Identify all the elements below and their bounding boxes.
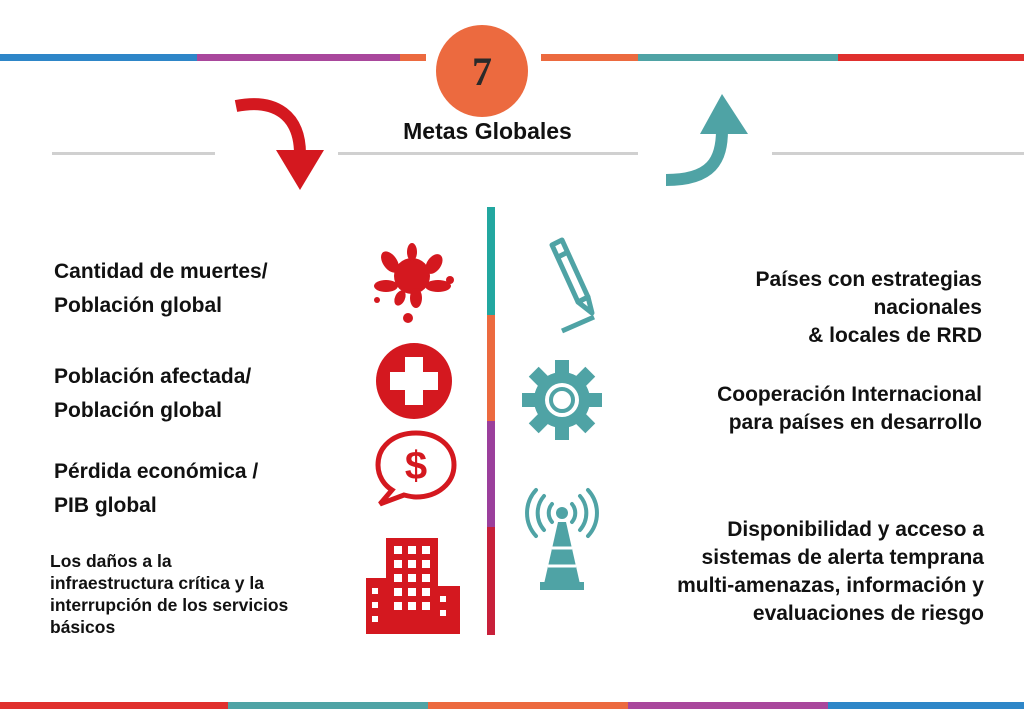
title-line-left	[52, 152, 215, 155]
top-band-red	[838, 54, 1024, 61]
divider-segment-purple	[487, 421, 495, 527]
svg-text:$: $	[405, 444, 427, 488]
dollar-speech-bubble-icon: $	[375, 430, 457, 507]
left-item-infrastructure: Los daños a la infraestructura crítica y…	[50, 550, 288, 638]
right-item-line: sistemas de alerta temprana	[701, 546, 984, 569]
left-item-line2: Población global	[54, 294, 223, 317]
left-item-line1: Población afectada/	[54, 365, 252, 388]
arrow-down-icon	[234, 98, 324, 190]
top-band-purple	[197, 54, 400, 61]
divider-segment-teal	[487, 207, 495, 315]
bottom-band-blue	[828, 702, 1024, 709]
medical-cross-icon	[376, 343, 452, 419]
goal-number: 7	[472, 48, 492, 94]
pen-icon	[549, 237, 596, 334]
right-item-line: Países con estrategias	[755, 268, 982, 291]
divider-segment-orange	[487, 315, 495, 421]
right-item-cooperation: Cooperación Internacional para países en…	[652, 381, 982, 437]
left-item-line: básicos	[50, 617, 116, 637]
top-band-orange-right	[541, 54, 638, 61]
bottom-band-orange	[428, 702, 628, 709]
page-title: Metas Globales	[403, 118, 572, 144]
antenna-tower-icon	[525, 488, 599, 590]
right-item-strategies: Países con estrategias nacionales & loca…	[652, 266, 982, 350]
top-band-blue	[0, 54, 197, 61]
bottom-band-teal	[228, 702, 428, 709]
title-line-right	[772, 152, 1024, 155]
left-item-line: interrupción de los servicios	[50, 595, 289, 615]
left-item-economic-loss: Pérdida económica / PIB global	[54, 455, 258, 523]
right-item-early-warning: Disponibilidad y acceso a sistemas de al…	[624, 516, 984, 628]
left-item-line1: Pérdida económica /	[54, 460, 259, 483]
divider-segment-red	[487, 527, 495, 635]
right-item-line: para países en desarrollo	[728, 411, 982, 434]
left-item-line: Los daños a la	[50, 551, 172, 571]
right-item-line: evaluaciones de riesgo	[752, 602, 984, 625]
left-item-line2: PIB global	[54, 494, 157, 517]
right-item-line: Disponibilidad y acceso a	[727, 518, 984, 541]
right-item-line: Cooperación Internacional	[717, 383, 982, 406]
title-line-center	[338, 152, 638, 155]
gear-icon	[522, 360, 602, 440]
top-band-orange-left	[400, 54, 426, 61]
left-item-line: infraestructura crítica y la	[50, 573, 264, 593]
right-item-line: multi-amenazas, información y	[677, 574, 984, 597]
left-item-affected: Población afectada/ Población global	[54, 360, 251, 428]
right-item-line: & locales de RRD	[808, 324, 982, 347]
left-item-line1: Cantidad de muertes/	[54, 260, 268, 283]
top-band-teal	[638, 54, 838, 61]
left-item-line2: Población global	[54, 399, 223, 422]
building-icon	[366, 538, 460, 634]
right-item-line: nacionales	[873, 296, 982, 319]
left-item-deaths: Cantidad de muertes/ Población global	[54, 255, 268, 323]
blood-splatter-icon	[374, 243, 454, 323]
goal-number-badge: 7	[436, 25, 528, 117]
bottom-band-red	[0, 702, 228, 709]
arrow-up-icon	[665, 94, 748, 186]
bottom-band-purple	[628, 702, 828, 709]
